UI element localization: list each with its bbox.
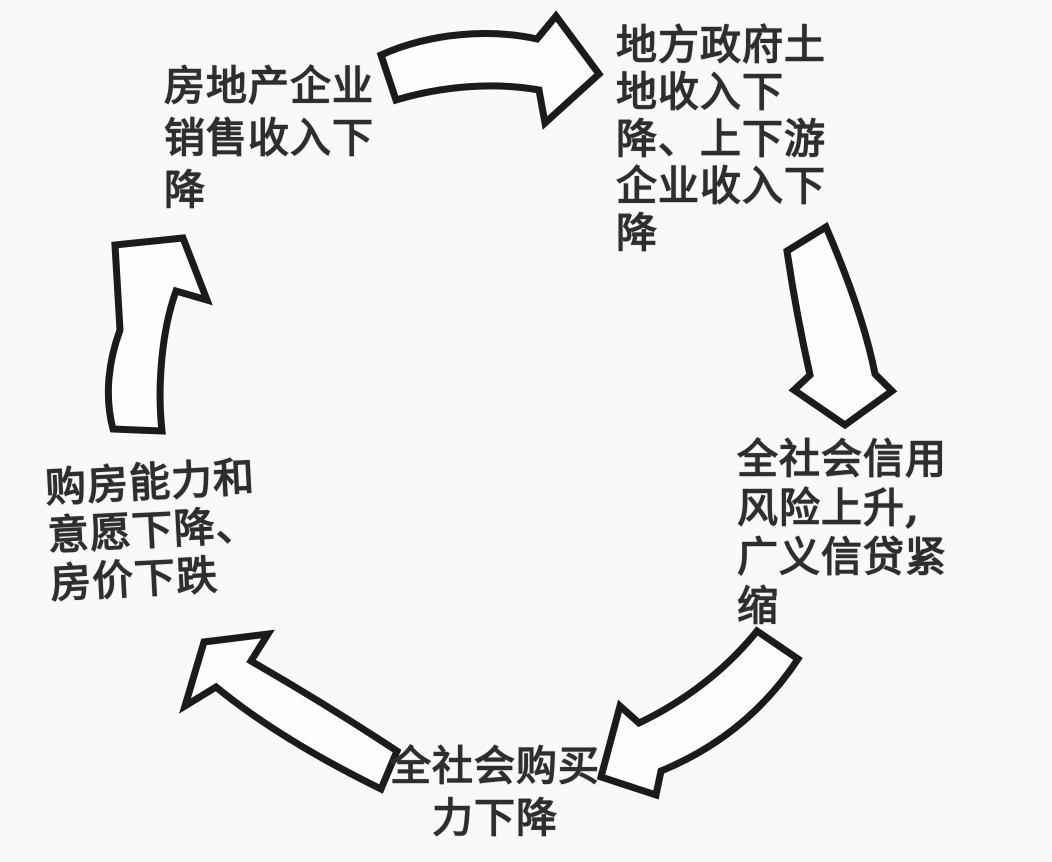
arrow-bottom-right-icon: [596, 626, 803, 800]
arrow-left-icon: [104, 234, 213, 435]
node-purchasing-power-decline: 全社会购买 力下降: [390, 742, 600, 842]
node-credit-risk-rise: 全社会信用 风险上升, 广义信贷紧 缩: [737, 435, 947, 630]
node-real-estate-sales-decline: 房地产企业 销售收入下 降: [164, 62, 374, 214]
node-home-buying-willingness-decline: 购房能力和 意愿下降、 房价下跌: [44, 453, 259, 608]
arrow-top-icon: [376, 10, 604, 130]
node-govt-land-income-decline: 地方政府土 地收入下 降、上下游 企业收入下 降: [616, 21, 826, 257]
arrow-right-icon: [783, 221, 898, 430]
arrow-bottom-left-icon: [179, 629, 402, 794]
